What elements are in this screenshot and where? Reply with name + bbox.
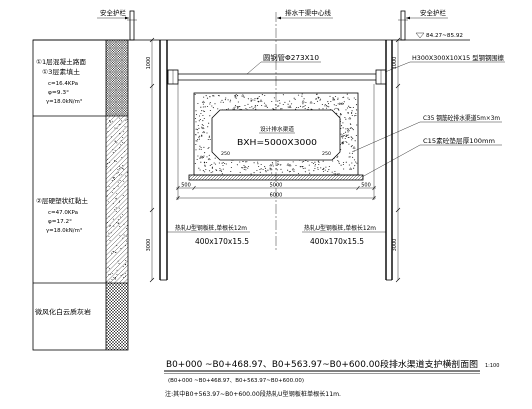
- title-block: B0+000 ~B0+468.97、B0+563.97~B0+600.00段排水…: [164, 359, 499, 398]
- waler-leader: [384, 61, 411, 73]
- elevation-marker-icon: [415, 32, 425, 39]
- soil-hatch-layer-1: [105, 39, 129, 117]
- dim-bottom-left: 500: [181, 183, 191, 189]
- drawing-title: B0+000 ~B0+468.97、B0+563.97~B0+600.00段排水…: [166, 359, 478, 370]
- dim-row-2-ticks: [176, 195, 376, 201]
- safety-rail-right-arrow-icon: [406, 16, 410, 20]
- sheet-pile-right-section: 400x170x15.5: [310, 237, 364, 246]
- dim-bottom-total: 6000: [270, 193, 283, 199]
- soil-layer-1-friction: φ=9.3°: [48, 90, 69, 96]
- drawing-note: 注:其中B0+563.97~B0+600.00段热轧U型钢板桩单根长11m.: [165, 390, 341, 398]
- culvert-design-label: 设计排水渠道: [260, 125, 294, 133]
- soil-column: ①1层混凝土路面 ①3层素填土 c=16.4KPa φ=9.3° γ=18.0k…: [32, 39, 129, 351]
- soil-dots-layer-2: [106, 117, 129, 283]
- dim-left-top: 1000: [146, 57, 152, 70]
- safety-rail-right-label: 安全护栏: [420, 8, 447, 17]
- soil-layer-1-unit-weight: γ=18.0kN/m³: [46, 98, 82, 105]
- dim-right-bottom: 3000: [392, 239, 398, 252]
- dim-bottom-right: 500: [361, 183, 371, 189]
- drawing-subtitle: (B0+000 ~B0+468.97、B0+563.97~B0+600.00): [168, 378, 304, 384]
- ground-and-railings: 安全护栏 安全护栏 84.27~85.92: [33, 8, 470, 41]
- dim-left-bottom: 3000: [146, 239, 152, 252]
- soil-layer-2-cohesion: c=47.0KPa: [48, 210, 78, 216]
- dim-left-ticks: [149, 37, 155, 283]
- soil-layer-1-cohesion: c=16.4KPa: [48, 81, 78, 87]
- strut-and-walers: 圆钢管Φ273X10 H300X300X10X15 型钢钢围檩: [167, 53, 505, 85]
- waler-label: H300X300X10X15 型钢钢围檩: [412, 53, 504, 62]
- strut-label: 圆钢管Φ273X10: [263, 53, 319, 62]
- dim-bottom-center: 5000: [270, 183, 283, 189]
- dim-right-ticks: [395, 37, 401, 283]
- culvert-concrete-leader: [351, 121, 421, 153]
- culvert-inner-opening: [211, 109, 341, 161]
- culvert-size-label: BXH=5000X3000: [237, 138, 317, 147]
- sheet-pile-left-label: 热轧U型钢板桩,单根长12m: [175, 224, 247, 232]
- soil-layer-1-name: ①1层混凝土路面: [36, 57, 87, 66]
- strut-leader: [246, 61, 262, 75]
- soil-layer-3-name: 微风化白云质灰岩: [35, 307, 92, 316]
- soil-layer-1-name2: ①3层素填土: [42, 67, 81, 76]
- centerline-label: 排水干渠中心线: [285, 8, 332, 17]
- sheet-pile-left-section: 400x170x15.5: [195, 237, 249, 246]
- drawing-scale: 1:100: [485, 363, 499, 369]
- dimensions: 500 5000 500 6000 1000 3000 1000 3000: [146, 37, 401, 283]
- cushion-label: C15素砼垫层厚100mm: [423, 136, 495, 145]
- safety-rail-left-label: 安全护栏: [100, 8, 127, 17]
- soil-layer-2-name: ②层硬塑状红黏土: [36, 196, 89, 205]
- soil-layer-2-friction: φ=17.2°: [48, 219, 72, 225]
- sheet-piles: 热轧U型钢板桩,单根长12m 400x170x15.5 热轧U型钢板桩,单根长1…: [159, 40, 393, 281]
- elevation-label: 84.27~85.92: [426, 33, 463, 39]
- centerline-arrow-icon: [277, 16, 281, 20]
- dim-row-1-ticks: [176, 185, 376, 191]
- soil-hatch-layer-3: [105, 282, 129, 351]
- soil-hatch-layer-2: [105, 115, 129, 284]
- safety-rail-left-arrow-icon: [125, 16, 129, 20]
- cushion-layer: [188, 174, 364, 181]
- culvert-concrete-label: C35 钢筋砼排水渠道5m×3m: [423, 113, 500, 122]
- culvert-box: 设计排水渠道 BXH=5000X3000 250 250 C35 钢筋砼排水渠道…: [188, 92, 502, 181]
- safety-rail-right-post: [400, 10, 406, 41]
- cushion-hatch: [188, 174, 364, 181]
- dim-right-top: 1000: [392, 57, 398, 70]
- soil-layer-2-unit-weight: γ=18.0kN/m³: [46, 227, 82, 234]
- cushion-leader: [361, 144, 421, 178]
- sheet-pile-right-label: 热轧U型钢板桩,单根长12m: [304, 224, 376, 232]
- chamfer-right-dim: 250: [322, 151, 331, 157]
- chamfer-left-dim: 250: [221, 151, 230, 157]
- safety-rail-left-post: [129, 10, 135, 41]
